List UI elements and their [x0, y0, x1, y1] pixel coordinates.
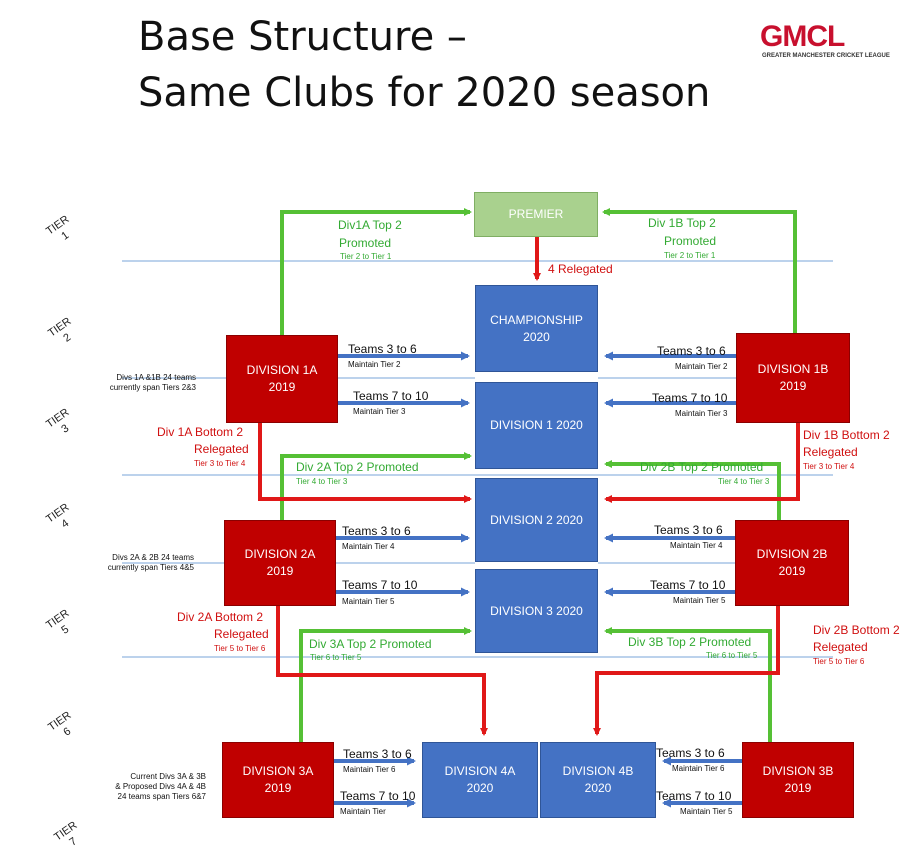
div1b-relegated-title: Div 1B Bottom 2: [803, 428, 890, 442]
div2a-promoted-detail: Tier 4 to Tier 3: [296, 477, 348, 486]
div1a-relegated-label: Relegated: [194, 442, 249, 456]
promote-3a-arrow: [299, 627, 472, 742]
relegation-arrows: [258, 236, 800, 736]
div2b-relegated-detail: Tier 5 to Tier 6: [813, 657, 865, 666]
div1b-teams-7-10-label: Teams 7 to 10: [652, 391, 728, 405]
logo-subtitle: GREATER MANCHESTER CRICKET LEAGUE: [762, 53, 890, 59]
div2a-relegated-detail: Tier 5 to Tier 6: [214, 644, 266, 653]
relegate-2a-arrow: [276, 606, 488, 736]
div2a-relegated-title: Div 2A Bottom 2: [177, 610, 264, 624]
promotion-arrows: [280, 208, 797, 742]
div1b-teams-7-10-detail: Maintain Tier 3: [675, 409, 728, 418]
div2a-teams-3-6-detail: Maintain Tier 4: [342, 542, 395, 551]
title-line-2: Same Clubs for 2020 season: [138, 70, 711, 116]
promote-1b-arrow: [602, 208, 797, 333]
div2a-relegated-label: Relegated: [214, 627, 269, 641]
div2a-teams-7-10-label: Teams 7 to 10: [342, 578, 418, 592]
div2b-teams-7-10-label: Teams 7 to 10: [650, 578, 726, 592]
div1a-teams-3-6-label: Teams 3 to 6: [348, 342, 417, 356]
div1b-promoted-title: Div 1B Top 2: [648, 216, 716, 230]
gmcl-logo: GMCL GREATER MANCHESTER CRICKET LEAGUE: [760, 20, 900, 60]
div1b-promoted-detail: Tier 2 to Tier 1: [664, 251, 716, 260]
logo-text: GMCL: [760, 20, 845, 53]
div1a-relegated-detail: Tier 3 to Tier 4: [194, 459, 246, 468]
div1b-relegated-detail: Tier 3 to Tier 4: [803, 462, 855, 471]
div1a-promoted-label: Promoted: [339, 236, 392, 250]
div2b-relegated-label: Relegated: [813, 640, 868, 654]
division-2-box: DIVISION 2 2020: [475, 478, 598, 562]
div2a-teams-7-10-detail: Maintain Tier 5: [342, 597, 395, 606]
div2b-teams-7-10-detail: Maintain Tier 5: [673, 596, 726, 605]
promote-2b-arrow: [604, 460, 781, 520]
div1b-relegated-label: Relegated: [803, 445, 858, 459]
div1a-promoted-title: Div1A Top 2: [338, 218, 402, 232]
div2b-relegated-title: Div 2B Bottom 2: [813, 623, 900, 637]
div3a-teams-3-6-label: Teams 3 to 6: [343, 747, 412, 761]
div1a-teams-3-6-detail: Maintain Tier 2: [348, 360, 401, 369]
div2b-promoted-detail: Tier 4 to Tier 3: [718, 477, 770, 486]
div1b-promoted-label: Promoted: [664, 234, 717, 248]
div3a-promoted-title: Div 3A Top 2 Promoted: [309, 637, 432, 651]
div3b-promoted-title: Div 3B Top 2 Promoted: [628, 635, 752, 649]
division-3-box: DIVISION 3 2020: [475, 569, 598, 653]
div2b-promoted-title: Div 2B Top 2 Promoted: [640, 460, 764, 474]
div1a-relegated-title: Div 1A Bottom 2: [157, 425, 244, 439]
relegate-2b-arrow: [593, 606, 780, 736]
div3b-teams-7-10-detail: Maintain Tier 5: [680, 807, 733, 816]
div3a-teams-7-10-label: Teams 7 to 10: [340, 789, 416, 803]
div1b-teams-3-6-label: Teams 3 to 6: [657, 344, 726, 358]
tier-lines: [122, 260, 833, 658]
premier-box: PREMIER: [474, 192, 598, 237]
div1a-teams-7-10-detail: Maintain Tier 3: [353, 407, 406, 416]
div3a-promoted-detail: Tier 6 to Tier 5: [310, 653, 362, 662]
relegate-1b-arrow: [604, 423, 800, 503]
div3a-teams-3-6-detail: Maintain Tier 6: [343, 765, 396, 774]
maintain-arrows: [334, 351, 742, 808]
four-relegated-label: 4 Relegated: [548, 262, 613, 276]
promote-1a-arrow: [280, 208, 472, 335]
div1b-teams-3-6-detail: Maintain Tier 2: [675, 362, 728, 371]
div2a-teams-3-6-label: Teams 3 to 6: [342, 524, 411, 538]
div1a-promoted-detail: Tier 2 to Tier 1: [340, 252, 392, 261]
div3b-teams-3-6-detail: Maintain Tier 6: [672, 764, 725, 773]
div1a-teams-7-10-label: Teams 7 to 10: [353, 389, 429, 403]
relegate-1a-arrow: [258, 423, 472, 503]
div2b-teams-3-6-detail: Maintain Tier 4: [670, 541, 723, 550]
promote-3b-arrow: [604, 627, 772, 742]
side-note-divs-3: Current Divs 3A & 3B& Proposed Divs 4A &…: [115, 772, 206, 801]
div3a-teams-7-10-detail: Maintain Tier: [340, 807, 386, 816]
division-1-box: DIVISION 1 2020: [475, 382, 598, 469]
div3b-teams-7-10-label: Teams 7 to 10: [656, 789, 732, 803]
div2a-promoted-title: Div 2A Top 2 Promoted: [296, 460, 419, 474]
title-line-1: Base Structure –: [138, 14, 467, 60]
div3b-teams-3-6-label: Teams 3 to 6: [656, 746, 725, 760]
div3b-promoted-detail: Tier 6 to Tier 5: [706, 651, 758, 660]
div2b-teams-3-6-label: Teams 3 to 6: [654, 523, 723, 537]
